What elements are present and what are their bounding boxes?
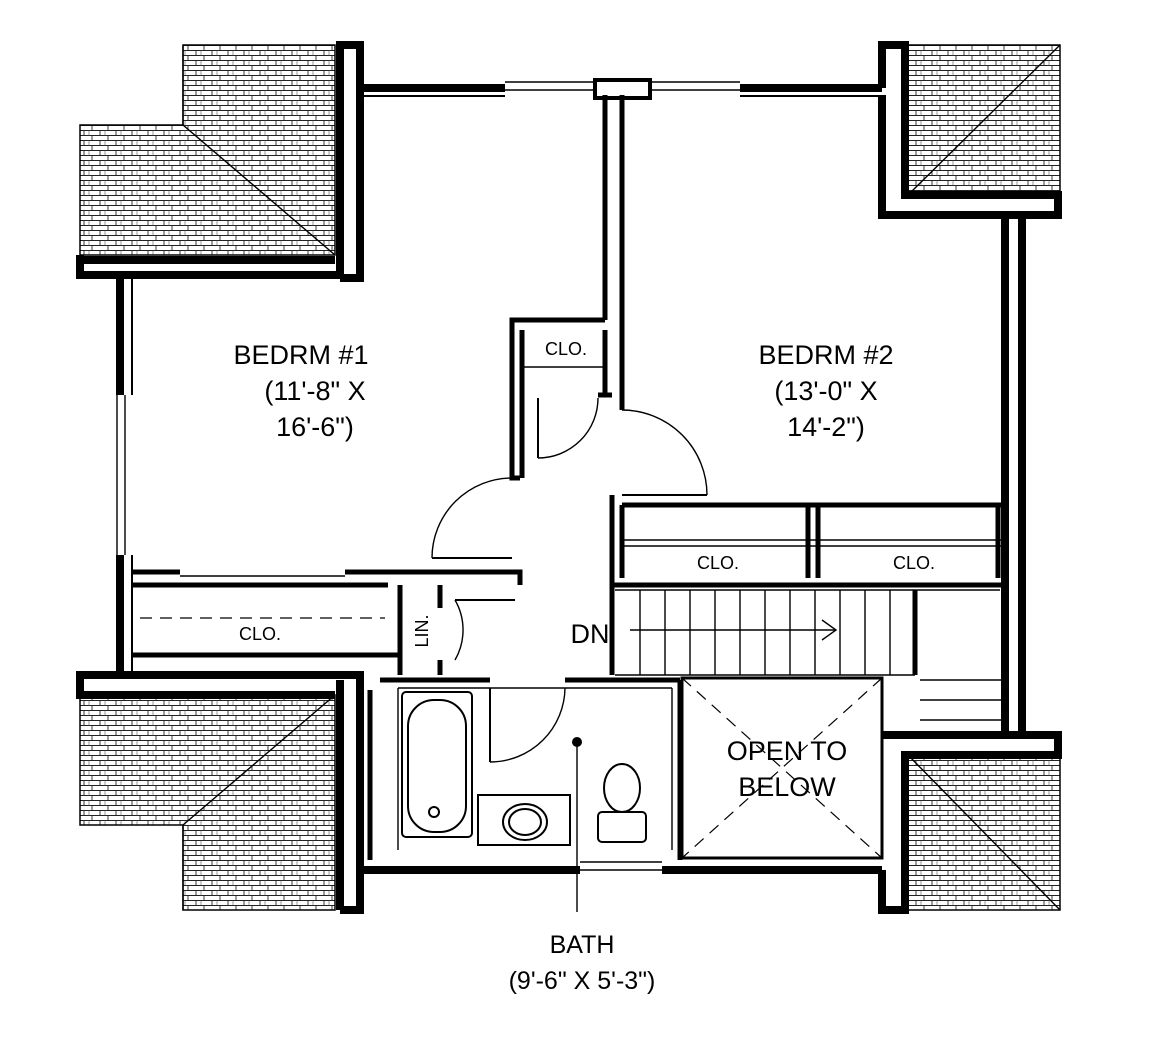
- open-to-below-line1: OPEN TO: [727, 736, 848, 766]
- stairs-dn-label: DN: [571, 619, 610, 649]
- exterior-walls: [76, 41, 1062, 914]
- roof-top-right: [907, 44, 1061, 196]
- bedroom2-name: BEDRM #2: [758, 340, 893, 370]
- linen-closet-label: LIN.: [412, 614, 432, 647]
- bath-dims: (9'-6" X 5'-3"): [509, 967, 656, 995]
- open-to-below-line2: BELOW: [738, 772, 836, 802]
- bedroom2-dim-line2: 14'-2"): [787, 412, 865, 442]
- closet-top-center-label: CLO.: [545, 339, 587, 359]
- closet-bedroom2-right-label: CLO.: [893, 553, 935, 573]
- roof-bottom-left: [79, 694, 336, 911]
- roof-top-left: [79, 44, 336, 256]
- bedroom1-dim-line2: 16'-6"): [276, 412, 354, 442]
- bath-fixtures: [401, 691, 647, 912]
- closet-bedroom1-label: CLO.: [239, 624, 281, 644]
- roof-bottom-right: [907, 754, 1061, 911]
- bedroom2-dim-line1: (13'-0" X: [774, 376, 877, 406]
- interior-walls: [132, 95, 1005, 860]
- bedroom1-dim-line1: (11'-8" X: [264, 376, 365, 406]
- door-swings: [431, 397, 708, 763]
- closet-bedroom2-left-label: CLO.: [697, 553, 739, 573]
- bedroom1-name: BEDRM #1: [233, 340, 368, 370]
- stairs: [615, 589, 1002, 721]
- bath-name: BATH: [550, 931, 615, 959]
